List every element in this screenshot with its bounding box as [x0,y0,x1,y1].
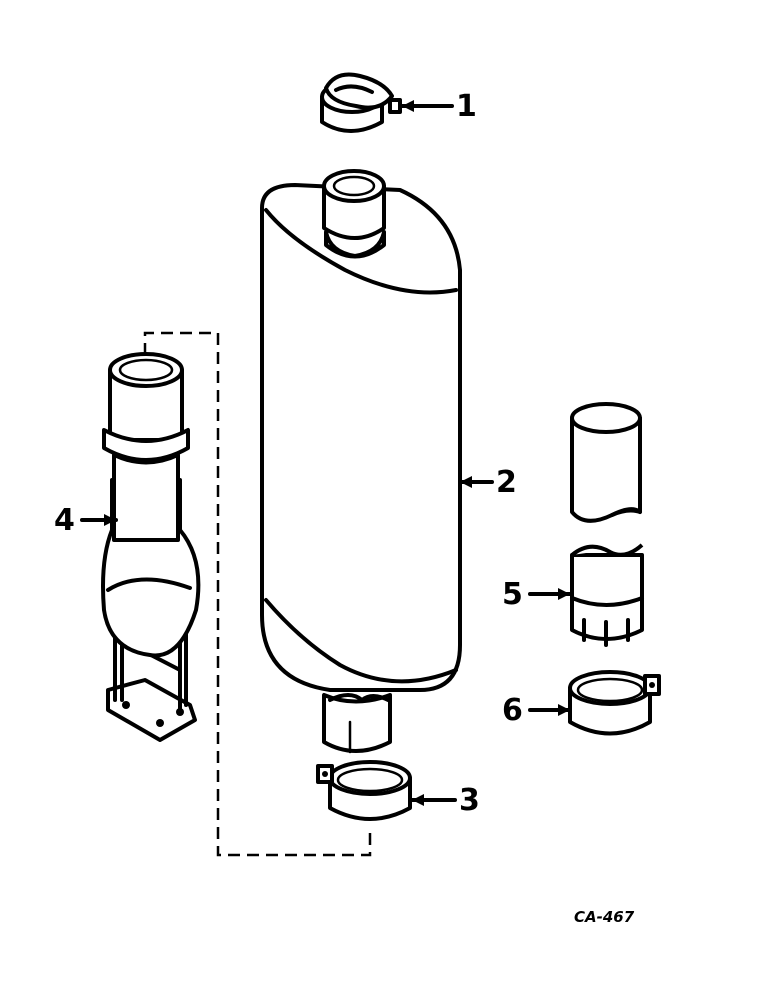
part-4-pipe-with-bracket [101,352,201,742]
callout-2: 2 [458,465,517,500]
callout-3: 3 [410,783,480,818]
callout-6: 6 [502,693,572,728]
callout-4-label: 4 [54,503,75,538]
drawing-id: CA-467 [574,908,635,926]
part-2-muffler [260,169,462,754]
callout-5: 5 [502,577,572,612]
part-6-clamp [568,670,661,736]
callout-1-label: 1 [456,89,477,124]
callout-6-label: 6 [502,693,523,728]
callout-1: 1 [400,89,477,124]
part-3-clamp [316,760,412,821]
part-5-pipe-sections [570,402,644,647]
callout-3-label: 3 [459,783,480,818]
part-1-exhaust-cap [320,72,402,133]
callout-5-label: 5 [502,577,523,612]
callout-4: 4 [54,503,118,538]
callout-2-label: 2 [496,465,517,500]
